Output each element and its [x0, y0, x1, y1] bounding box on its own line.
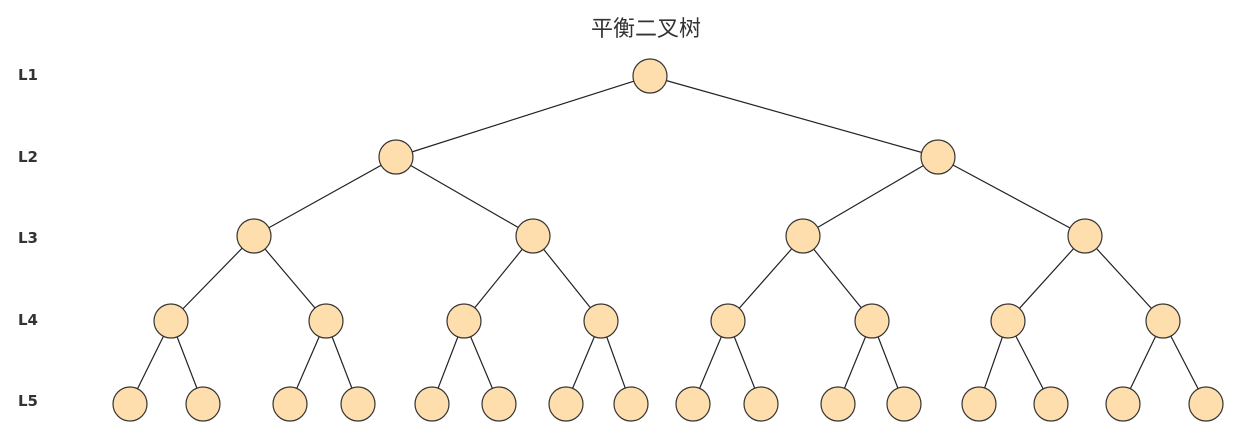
level-label-l2: L2 — [18, 148, 38, 166]
tree-node-l5-8 — [613, 386, 649, 422]
tree-node-l5-16 — [1188, 386, 1224, 422]
tree-edge-l3-3-to-l4-6 — [802, 235, 873, 322]
tree-node-l5-9 — [675, 386, 711, 422]
tree-node-l5-15 — [1105, 386, 1141, 422]
tree-edge-l3-1-to-l4-1 — [170, 235, 255, 322]
level-labels: L1 L2 L3 L4 L5 — [18, 66, 38, 410]
tree-node-l5-13 — [961, 386, 997, 422]
tree-node-l2-1 — [378, 139, 414, 175]
level-label-l4: L4 — [18, 311, 38, 329]
tree-edge-l3-3-to-l4-5 — [727, 235, 804, 322]
tree-edge-l2-1-to-l3-1 — [253, 156, 397, 237]
tree-node-l4-6 — [854, 303, 890, 339]
tree-node-l4-2 — [308, 303, 344, 339]
tree-edge-l2-2-to-l3-4 — [937, 156, 1086, 237]
tree-node-l5-14 — [1033, 386, 1069, 422]
tree-node-l5-1 — [112, 386, 148, 422]
tree-node-l4-5 — [710, 303, 746, 339]
level-label-l5: L5 — [18, 392, 38, 410]
tree-edge-l1-1-to-l2-2 — [649, 75, 939, 158]
tree-node-l5-11 — [820, 386, 856, 422]
tree-edges — [129, 75, 1207, 405]
tree-node-l3-2 — [515, 218, 551, 254]
tree-edge-l3-2-to-l4-4 — [532, 235, 602, 322]
diagram-title: 平衡二叉树 — [591, 17, 701, 42]
tree-node-l4-8 — [1145, 303, 1181, 339]
tree-node-l3-1 — [236, 218, 272, 254]
tree-node-l3-4 — [1067, 218, 1103, 254]
level-label-l3: L3 — [18, 229, 38, 247]
tree-node-l4-7 — [990, 303, 1026, 339]
tree-edge-l3-4-to-l4-7 — [1007, 235, 1086, 322]
tree-node-l5-5 — [414, 386, 450, 422]
tree-edge-l3-4-to-l4-8 — [1084, 235, 1164, 322]
tree-edge-l3-2-to-l4-3 — [463, 235, 534, 322]
tree-edge-l3-1-to-l4-2 — [253, 235, 327, 322]
tree-node-l3-3 — [785, 218, 821, 254]
level-label-l1: L1 — [18, 66, 38, 84]
tree-node-l4-1 — [153, 303, 189, 339]
tree-node-l5-4 — [340, 386, 376, 422]
tree-node-l5-3 — [272, 386, 308, 422]
tree-node-l1-1 — [632, 58, 668, 94]
tree-edge-l1-1-to-l2-1 — [395, 75, 651, 158]
tree-node-l5-10 — [743, 386, 779, 422]
tree-node-l5-2 — [185, 386, 221, 422]
tree-node-l2-2 — [920, 139, 956, 175]
tree-node-l5-7 — [548, 386, 584, 422]
tree-edge-l2-1-to-l3-2 — [395, 156, 534, 237]
tree-nodes — [112, 58, 1224, 422]
tree-node-l4-3 — [446, 303, 482, 339]
tree-node-l4-4 — [583, 303, 619, 339]
tree-node-l5-12 — [886, 386, 922, 422]
tree-edge-l2-2-to-l3-3 — [802, 156, 939, 237]
tree-node-l5-6 — [481, 386, 517, 422]
